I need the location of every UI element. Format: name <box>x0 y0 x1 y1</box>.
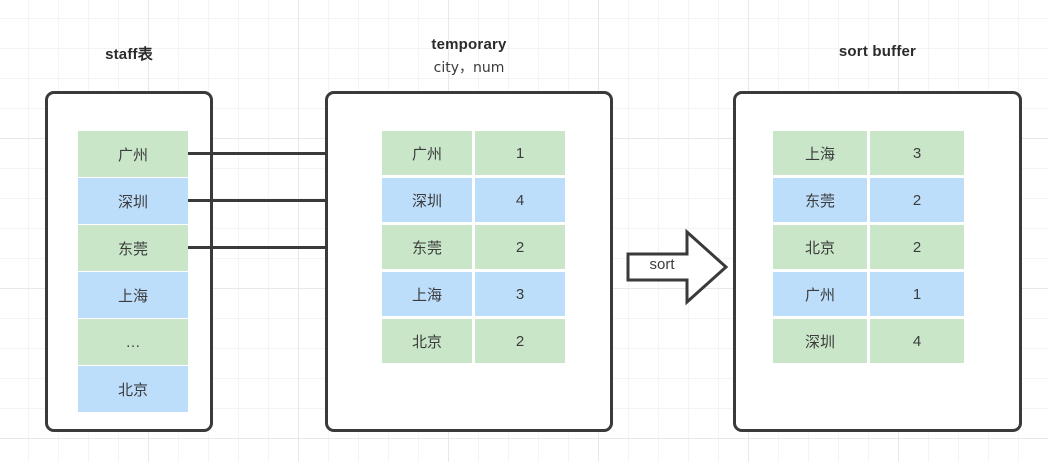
temporary-panel-subtitle: city，num <box>433 60 505 76</box>
sort-arrow-label: sort <box>649 256 675 273</box>
staff-cell-city-4: … <box>78 319 188 365</box>
sort-buffer-num-label-2: 2 <box>912 238 922 256</box>
connector-line-2 <box>188 246 368 249</box>
temporary-cell-num-4: 2 <box>475 319 565 363</box>
sort-buffer-num-label-1: 2 <box>912 191 922 209</box>
sort-buffer-cell-num-1: 2 <box>870 178 964 222</box>
sort-buffer-city-label-1: 东莞 <box>804 192 835 210</box>
temporary-cell-num-0: 1 <box>475 131 565 175</box>
sort-buffer-cell-num-4: 4 <box>870 319 964 363</box>
staff-cell-city-2: 东莞 <box>78 225 188 271</box>
staff-city-label-3: 上海 <box>117 287 148 305</box>
sort-buffer-num-label-0: 3 <box>912 144 922 162</box>
temporary-city-label-3: 上海 <box>411 286 442 304</box>
connector-line-0 <box>188 152 368 155</box>
sort-buffer-cell-city-0: 上海 <box>773 131 867 175</box>
temporary-cell-num-2: 2 <box>475 225 565 269</box>
sort-buffer-city-label-3: 广州 <box>804 286 835 304</box>
connector-line-1 <box>188 199 368 202</box>
temporary-city-label-2: 东莞 <box>411 239 442 257</box>
temporary-city-label-0: 广州 <box>411 145 442 163</box>
temporary-panel-title: temporary <box>431 36 507 53</box>
temporary-city-label-4: 北京 <box>411 333 442 351</box>
staff-city-label-5: 北京 <box>117 381 148 399</box>
sort-buffer-city-label-2: 北京 <box>804 239 835 257</box>
sort-buffer-panel-title: sort buffer <box>838 43 917 60</box>
staff-cell-city-0: 广州 <box>78 131 188 177</box>
sort-buffer-num-label-4: 4 <box>912 332 922 350</box>
temporary-cell-city-0: 广州 <box>382 131 472 175</box>
temporary-num-label-2: 2 <box>515 238 525 256</box>
staff-cell-city-5: 北京 <box>78 366 188 412</box>
temporary-cell-num-3: 3 <box>475 272 565 316</box>
temporary-cell-city-2: 东莞 <box>382 225 472 269</box>
temporary-cell-city-4: 北京 <box>382 319 472 363</box>
sort-buffer-cell-num-3: 1 <box>870 272 964 316</box>
staff-cell-city-3: 上海 <box>78 272 188 318</box>
temporary-num-label-0: 1 <box>515 144 525 162</box>
sort-buffer-cell-city-3: 广州 <box>773 272 867 316</box>
staff-city-label-2: 东莞 <box>117 240 148 258</box>
staff-city-label-1: 深圳 <box>117 193 148 211</box>
temporary-cell-num-1: 4 <box>475 178 565 222</box>
sort-buffer-cell-city-1: 东莞 <box>773 178 867 222</box>
temporary-num-label-4: 2 <box>515 332 525 350</box>
staff-panel-title: staff表 <box>105 46 153 63</box>
staff-city-label-0: 广州 <box>117 146 148 164</box>
temporary-num-label-3: 3 <box>515 285 525 303</box>
sort-buffer-num-label-3: 1 <box>912 285 922 303</box>
temporary-city-label-1: 深圳 <box>411 192 442 210</box>
staff-cell-city-1: 深圳 <box>78 178 188 224</box>
temporary-cell-city-1: 深圳 <box>382 178 472 222</box>
temporary-cell-city-3: 上海 <box>382 272 472 316</box>
staff-city-label-4: … <box>125 333 141 351</box>
sort-buffer-cell-num-2: 2 <box>870 225 964 269</box>
sort-buffer-city-label-0: 上海 <box>804 145 835 163</box>
sort-buffer-cell-city-4: 深圳 <box>773 319 867 363</box>
sort-block-arrow <box>626 228 729 306</box>
sort-buffer-cell-num-0: 3 <box>870 131 964 175</box>
sort-buffer-city-label-4: 深圳 <box>804 333 835 351</box>
temporary-num-label-1: 4 <box>515 191 525 209</box>
sort-buffer-cell-city-2: 北京 <box>773 225 867 269</box>
